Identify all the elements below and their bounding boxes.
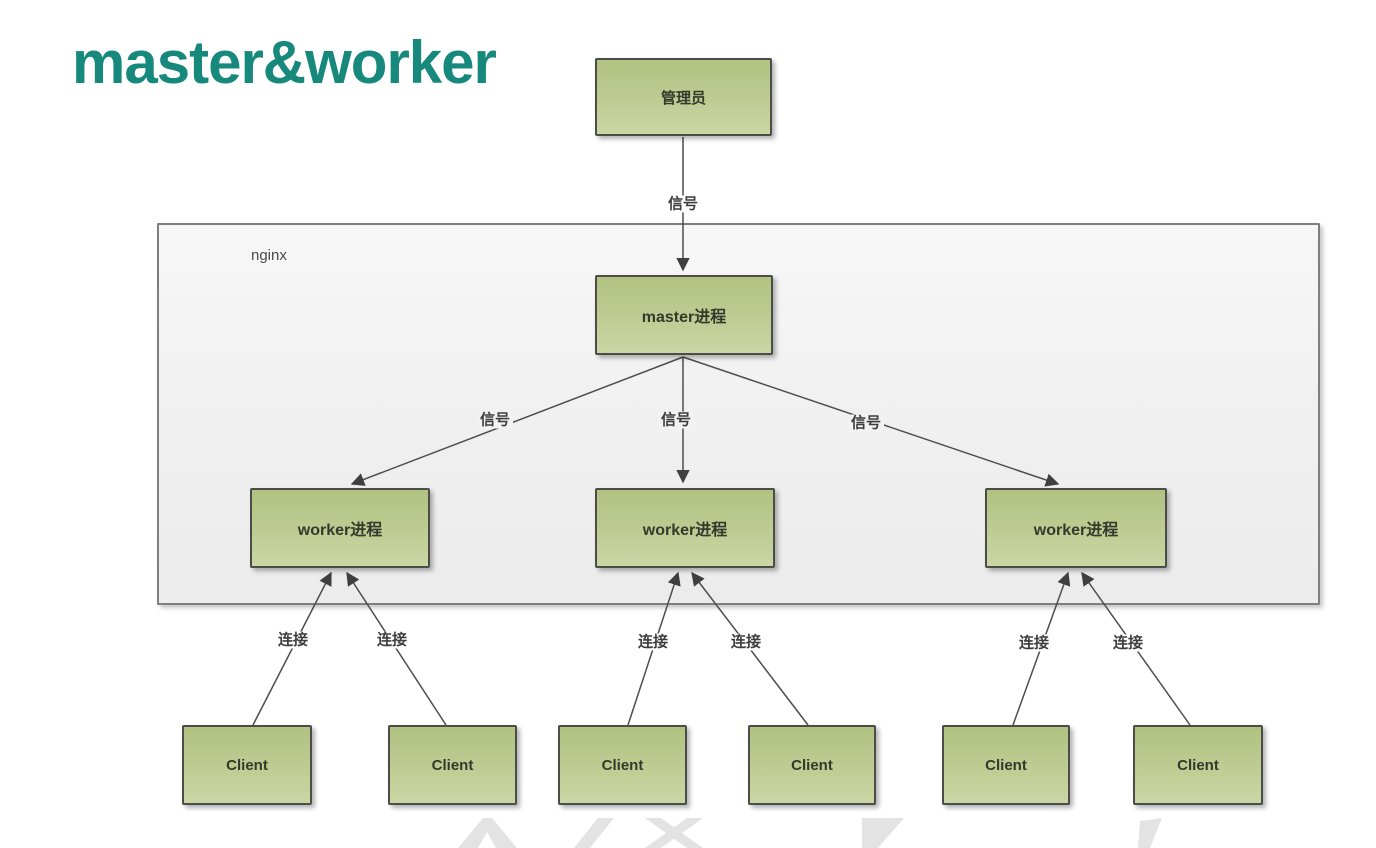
edge-master-worker1: [350, 356, 684, 486]
page-title: master&worker: [72, 29, 497, 96]
node-client-1: Client: [182, 725, 312, 805]
node-worker-1: worker进程: [250, 488, 430, 568]
node-client-2: Client: [388, 725, 517, 805]
edge-client2-worker1: [346, 571, 447, 726]
edge-label-connect-4: 连接: [727, 633, 765, 651]
node-worker-3: worker进程: [985, 488, 1167, 568]
edge-label-connect-1: 连接: [274, 631, 312, 649]
edge-label-signal-2: 信号: [657, 411, 695, 429]
node-client-3: Client: [558, 725, 687, 805]
edge-label-connect-6: 连接: [1109, 634, 1147, 652]
node-admin: 管理员: [595, 58, 772, 136]
edge-label-signal-3: 信号: [847, 414, 885, 432]
watermark-shapes: [458, 818, 1162, 848]
edge-label-connect-3: 连接: [634, 633, 672, 651]
node-worker-2: worker进程: [595, 488, 775, 568]
node-master: master进程: [595, 275, 773, 355]
node-client-6: Client: [1133, 725, 1263, 805]
nginx-label: nginx: [251, 247, 287, 264]
edge-label-signal-1: 信号: [476, 411, 514, 429]
edge-client1-worker1: [252, 571, 332, 726]
edge-label-signal-top: 信号: [664, 195, 702, 213]
node-client-4: Client: [748, 725, 876, 805]
node-client-5: Client: [942, 725, 1070, 805]
edge-label-connect-5: 连接: [1015, 634, 1053, 652]
edge-label-connect-2: 连接: [373, 631, 411, 649]
